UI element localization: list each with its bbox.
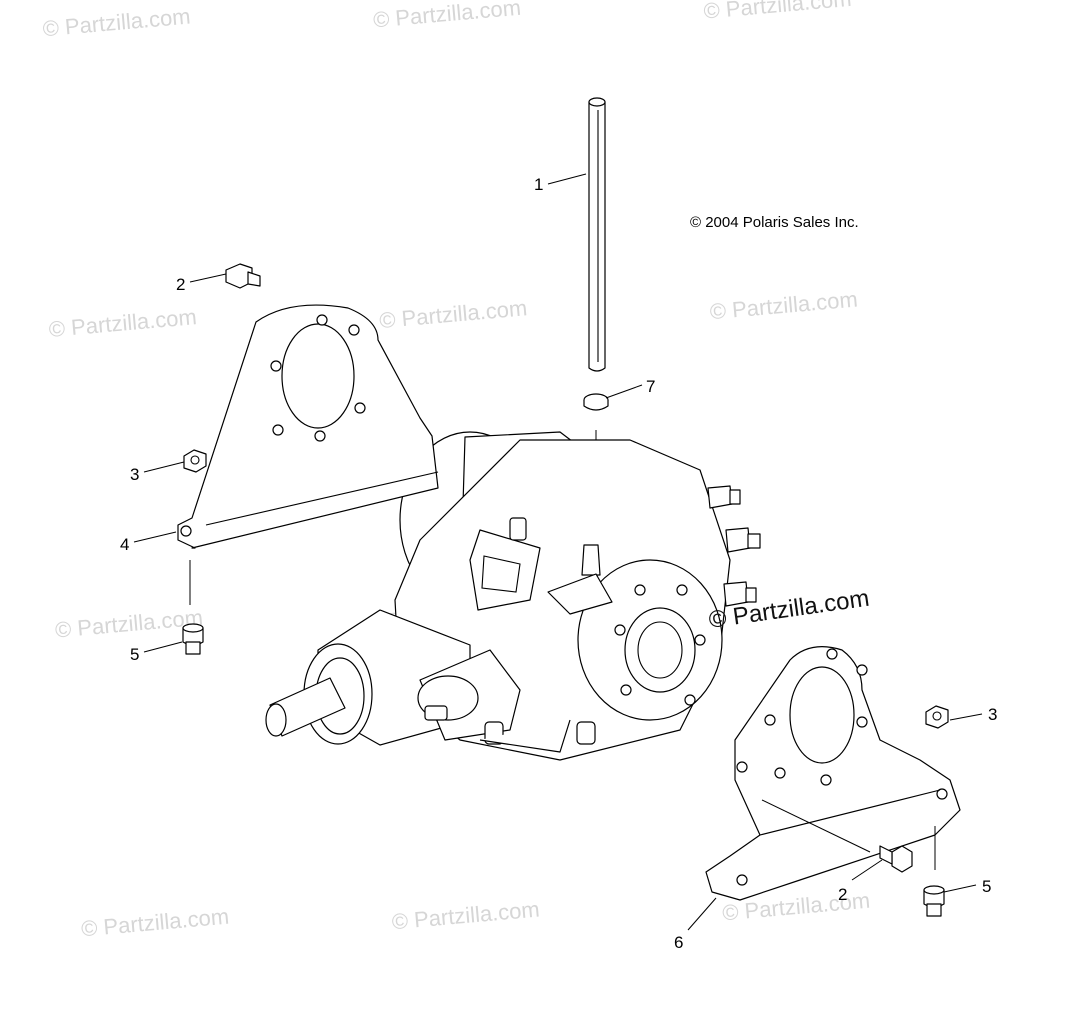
right-mount-bracket-part-6 (705, 646, 961, 901)
callout-1: 1 (534, 175, 543, 194)
stud (723, 581, 757, 607)
watermark: © Partzilla.com (372, 0, 522, 33)
callout-2: 2 (176, 275, 185, 294)
callout-7: 7 (646, 377, 655, 396)
callout-5: 5 (130, 645, 139, 664)
watermark: © Partzilla.com (709, 286, 859, 324)
watermark: © Partzilla.com (42, 4, 192, 42)
watermark: © Partzilla.com (54, 605, 204, 643)
leader-lines (133, 173, 983, 931)
vent-tube-part-1 (588, 97, 606, 372)
callout-4: 4 (120, 535, 129, 554)
callout-6: 6 (674, 933, 683, 952)
watermark: © Partzilla.com (48, 304, 198, 342)
callout-5: 5 (982, 877, 991, 896)
watermark: © Partzilla.com (391, 896, 541, 934)
gearcase-assembly (265, 431, 761, 761)
stud (707, 485, 741, 509)
nut-part-3-right (925, 705, 949, 729)
callout-2: 2 (838, 885, 847, 904)
copyright-text: © 2004 Polaris Sales Inc. (690, 214, 859, 231)
stud (725, 527, 761, 553)
bolt-part-5-right (923, 885, 945, 917)
bolt-part-2-top (225, 263, 261, 289)
watermark: © Partzilla.com (378, 295, 528, 333)
bolt-part-5-left (182, 623, 204, 655)
watermark: © Partzilla.com (703, 0, 853, 24)
left-mount-bracket-part-4 (177, 304, 439, 549)
assembly-line (761, 799, 871, 853)
callout-3: 3 (988, 705, 997, 724)
callout-3: 3 (130, 465, 139, 484)
nut-part-3-left (183, 449, 207, 473)
watermark: © Partzilla.com (80, 904, 230, 942)
clamp-part-7 (583, 393, 609, 411)
bolt-part-2-right (879, 845, 913, 873)
